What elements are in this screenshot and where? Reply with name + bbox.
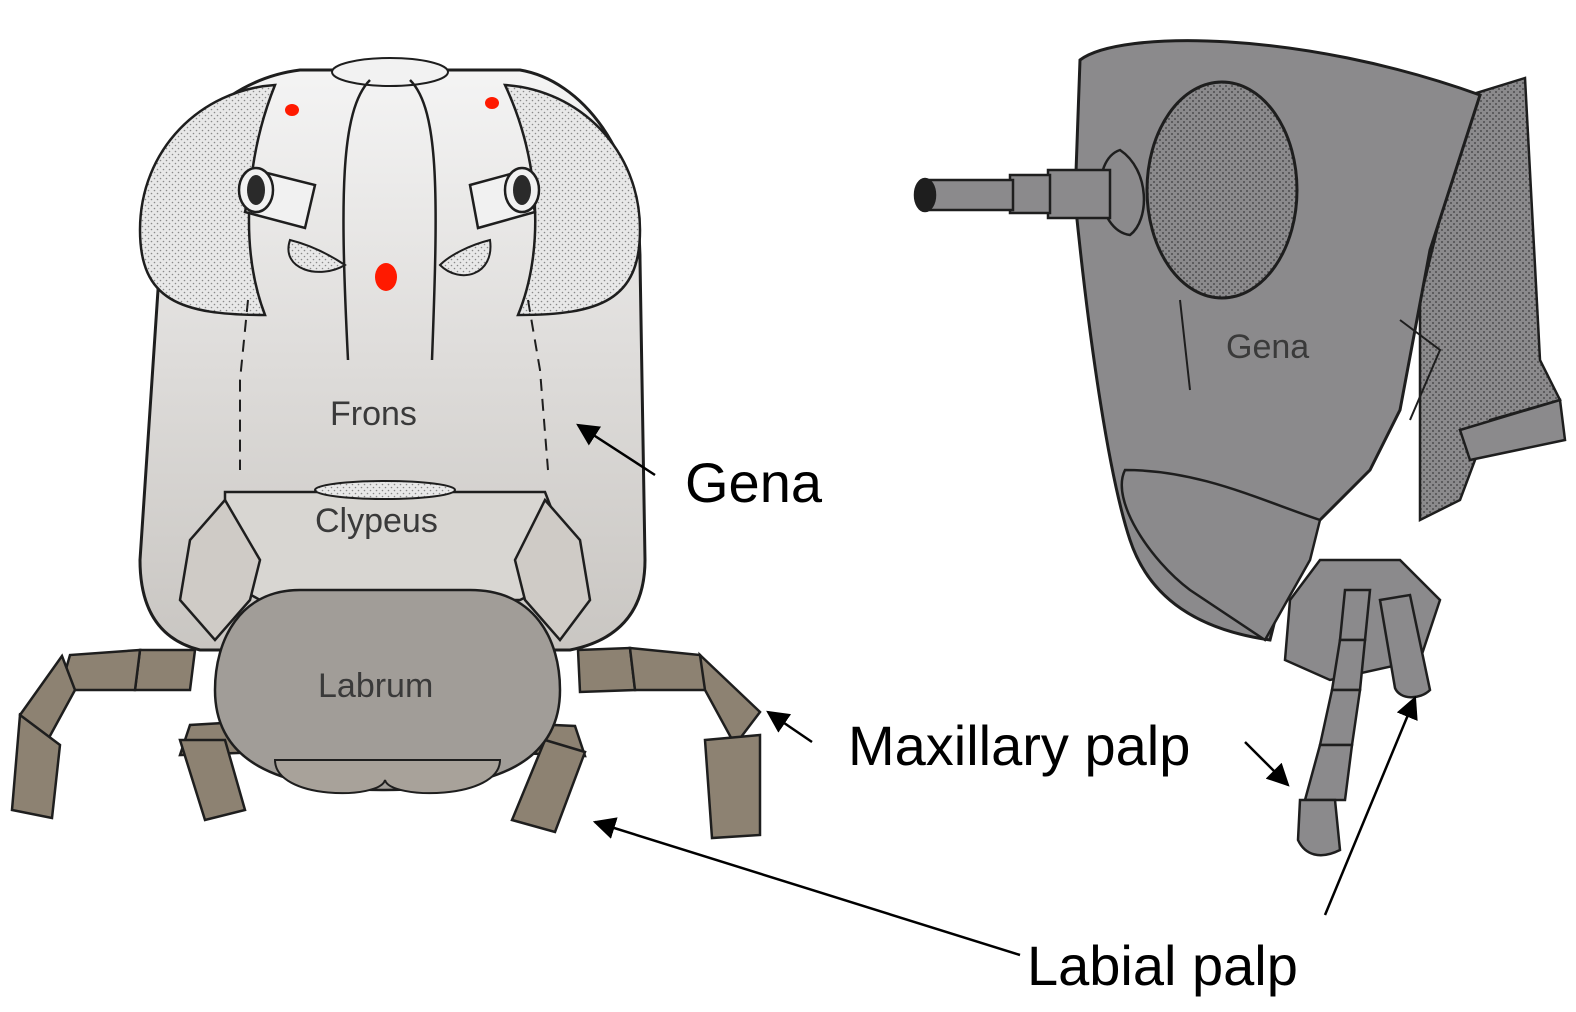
front-maxillary-palp-right: [578, 648, 760, 838]
front-maxillary-palp-left: [12, 650, 195, 818]
front-ocellus-median: [375, 263, 397, 291]
callout-maxillary-palp-text: Maxillary palp: [848, 714, 1190, 777]
front-vertex: [332, 58, 448, 86]
front-ocellus-right: [485, 97, 499, 109]
label-side-gena: Gena: [1226, 328, 1309, 366]
callout-labial-palp-text: Labial palp: [1027, 934, 1298, 997]
callout-gena-text: Gena: [685, 451, 823, 514]
front-clypeus-top: [315, 481, 455, 499]
front-view-head: Frons Clypeus Labrum: [12, 58, 760, 838]
label-frons: Frons: [330, 395, 417, 433]
side-compound-eye: [1147, 82, 1297, 298]
front-ocellus-left: [285, 104, 299, 116]
label-clypeus: Clypeus: [315, 502, 438, 540]
callout-maxillary-palp: Maxillary palp: [768, 712, 1288, 785]
side-antenna: [915, 150, 1144, 235]
label-labrum: Labrum: [318, 667, 433, 705]
